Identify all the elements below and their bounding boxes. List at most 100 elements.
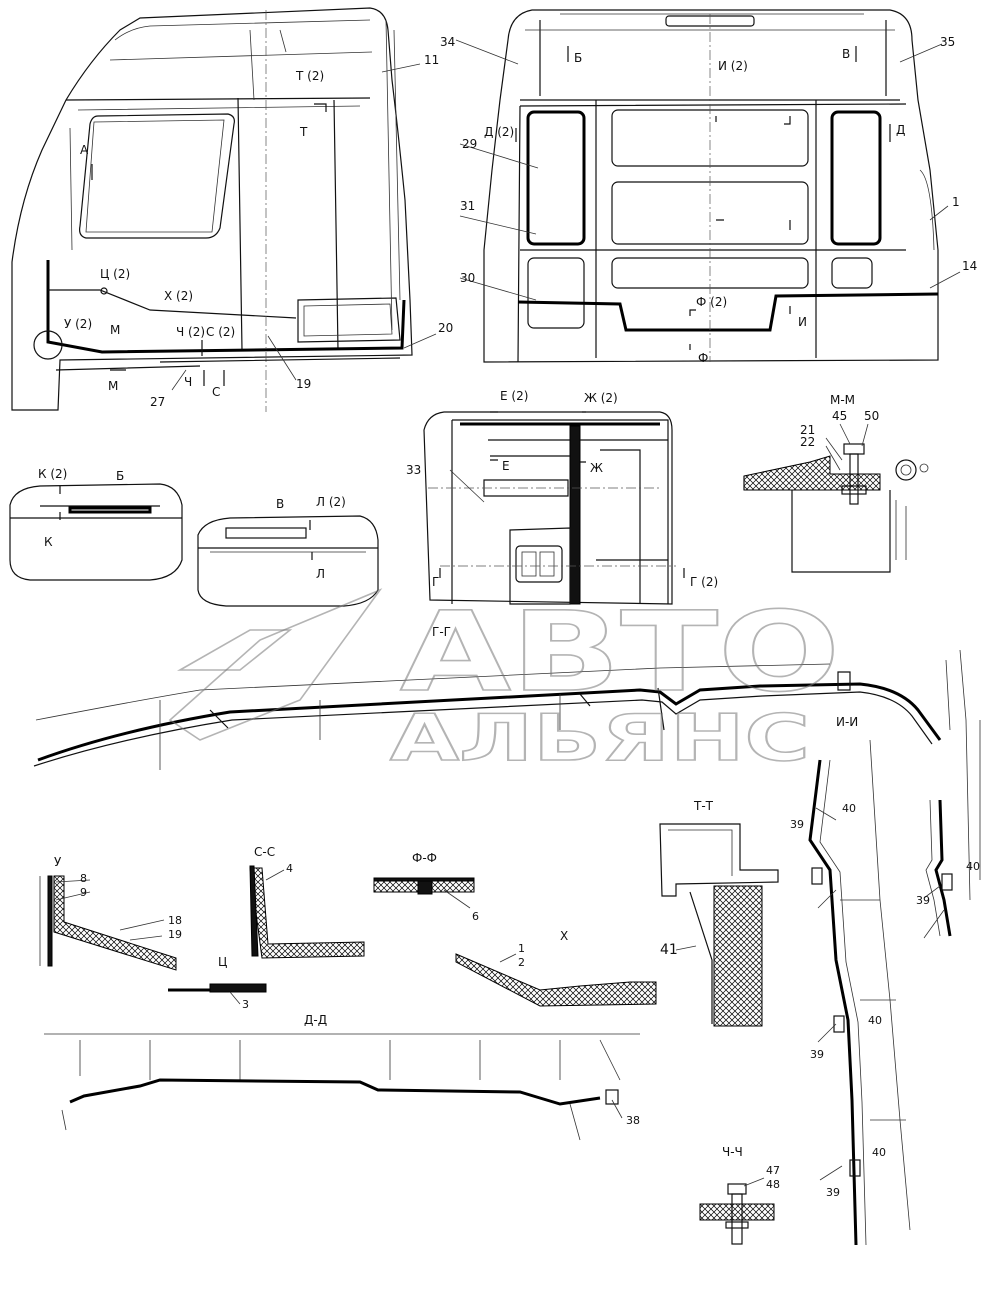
section-chch-title: Ч-Ч (722, 1145, 743, 1159)
section-ff-title: Ф-Ф (412, 851, 437, 865)
callout-6: 6 (472, 910, 479, 923)
side-view (11, 7, 413, 412)
callout-29: 29 (462, 137, 477, 151)
section-mark-l: Л (316, 567, 325, 581)
section-mark-t: Т (299, 125, 308, 139)
section-mark-v: В (842, 47, 850, 61)
callout-30: 30 (460, 271, 475, 285)
section-mark-ch: Ч (184, 375, 192, 389)
section-h-title: Х (560, 929, 568, 943)
section-mark-ts2: Ц (2) (100, 267, 130, 281)
callout-34: 34 (440, 35, 455, 49)
detail-b-label: Б (116, 469, 124, 483)
callout-31: 31 (460, 199, 475, 213)
callout-35: 35 (940, 35, 955, 49)
section-mark-f: Ф (698, 351, 708, 365)
section-mark-e: Е (502, 459, 510, 473)
section-mark-zh2: Ж (2) (584, 391, 618, 405)
section-ff (373, 877, 475, 895)
inner-view (423, 411, 676, 605)
section-mark-t2: Т (2) (295, 69, 324, 83)
callout-22: 22 (800, 435, 815, 449)
callout-3: 3 (242, 998, 249, 1011)
section-mark-l2: Л (2) (316, 495, 346, 509)
section-mark-s: С (212, 385, 220, 399)
section-cc-title: С-С (254, 845, 275, 859)
callout-19-u: 19 (168, 928, 182, 941)
section-ii (808, 719, 981, 1246)
section-u (39, 875, 177, 971)
callout-40-d: 40 (872, 1146, 886, 1159)
section-u-title: У (54, 855, 62, 869)
section-dd-title: Д-Д (304, 1013, 327, 1027)
section-ts (168, 983, 267, 993)
section-mark-d: Д (896, 123, 905, 137)
section-mark-m: М (110, 323, 120, 337)
section-mark-zh: Ж (590, 461, 603, 475)
callout-39-c: 39 (810, 1048, 824, 1061)
leader-lines (55, 39, 961, 1187)
detail-v (197, 515, 379, 607)
callout-33: 33 (406, 463, 421, 477)
section-mark-f2: Ф (2) (696, 295, 727, 309)
section-tt (659, 823, 779, 1027)
callout-39-b: 39 (916, 894, 930, 907)
section-mark-k2: К (2) (38, 467, 67, 481)
section-ts-title: Ц (218, 955, 227, 969)
section-mark-u2: У (2) (64, 317, 92, 331)
callout-27: 27 (150, 395, 165, 409)
detail-v-label: В (276, 497, 284, 511)
callout-41: 41 (660, 942, 678, 958)
section-mark-h2: Х (2) (164, 289, 193, 303)
section-mark-i2: И (2) (718, 59, 748, 73)
callout-40-c: 40 (868, 1014, 882, 1027)
section-arrows (59, 46, 891, 578)
callout-38: 38 (626, 1114, 640, 1127)
text-labels: 11 20 19 27 Т (2) Т А Ц (2) Х (2) У (2) … (38, 35, 980, 1199)
section-mark-s2: С (2) (206, 325, 235, 339)
detail-b (9, 483, 183, 581)
callout-39-a: 39 (790, 818, 804, 831)
callout-40-a: 40 (842, 802, 856, 815)
rear-view (483, 9, 939, 363)
section-mark-b: Б (574, 51, 582, 65)
section-mm-title: М-М (830, 393, 855, 407)
callout-8: 8 (80, 872, 87, 885)
section-chch (699, 1183, 775, 1245)
callout-47: 47 (766, 1164, 780, 1177)
section-mark-d2: Д (2) (484, 125, 514, 139)
section-cc (249, 865, 365, 959)
callout-1: 1 (952, 195, 960, 209)
section-mm (743, 443, 929, 573)
watermark-line2: АЛЬЯНС (390, 702, 810, 776)
callout-2-h: 2 (518, 956, 525, 969)
section-mark-ch2: Ч (2) (176, 325, 205, 339)
callout-45: 45 (832, 409, 847, 423)
callout-50: 50 (864, 409, 879, 423)
section-mark-g2: Г (2) (690, 575, 718, 589)
callout-40-b: 40 (966, 860, 980, 873)
section-gg (33, 649, 967, 770)
callout-48: 48 (766, 1178, 780, 1191)
section-h (455, 953, 657, 1007)
section-dd (44, 1033, 640, 1141)
callout-18: 18 (168, 914, 182, 927)
callout-11: 11 (424, 53, 439, 67)
callout-39-d: 39 (826, 1186, 840, 1199)
section-mark-g: Г (432, 575, 439, 589)
section-ii-title: И-И (836, 715, 858, 729)
section-mark-e2: Е (2) (500, 389, 528, 403)
section-mark-m-lower: М (108, 379, 118, 393)
callout-4: 4 (286, 862, 293, 875)
callout-14: 14 (962, 259, 977, 273)
callout-20: 20 (438, 321, 453, 335)
watermark-line1: АВТО (400, 588, 840, 716)
section-gg-title: Г-Г (432, 625, 451, 639)
callout-19: 19 (296, 377, 311, 391)
section-mark-k: К (44, 535, 53, 549)
callout-21: 21 (800, 423, 815, 437)
callout-9: 9 (80, 886, 87, 899)
watermark: АВТО АЛЬЯНС (168, 587, 841, 777)
section-tt-title: Т-Т (693, 799, 714, 813)
